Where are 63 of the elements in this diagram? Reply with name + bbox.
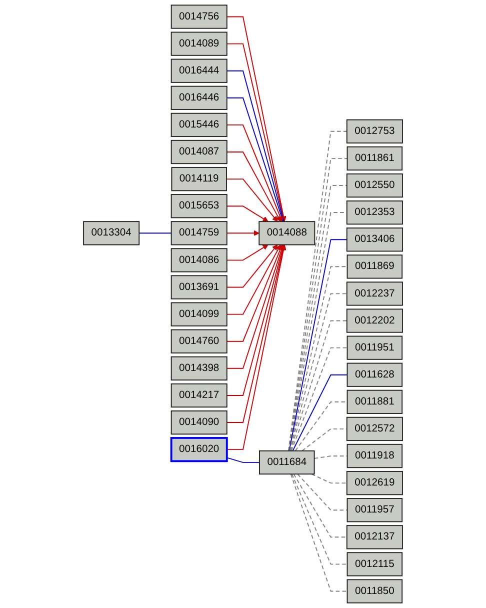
node-box: 0014119 bbox=[171, 166, 227, 192]
node-box: 0013304 bbox=[83, 221, 140, 246]
arrow bbox=[226, 152, 281, 222]
connector bbox=[290, 474, 348, 592]
connector bbox=[311, 474, 348, 484]
node-box: 0014756 bbox=[170, 4, 228, 29]
arrow bbox=[226, 230, 260, 236]
node-box: 0014760 bbox=[170, 329, 228, 354]
node-box: 0012353 bbox=[346, 200, 403, 225]
connector bbox=[226, 457, 260, 463]
node-box: 0011684 bbox=[259, 450, 315, 475]
node-box: 0012572 bbox=[346, 416, 403, 442]
node-box: 0012619 bbox=[346, 470, 403, 496]
node-box: 0011918 bbox=[346, 444, 403, 468]
connector bbox=[289, 293, 348, 452]
node-box: 0012137 bbox=[346, 525, 403, 550]
connector bbox=[293, 474, 348, 538]
connector bbox=[291, 474, 348, 565]
node-box: 0014087 bbox=[170, 140, 228, 164]
arrow bbox=[226, 124, 283, 222]
arrow bbox=[226, 206, 268, 222]
arrow bbox=[226, 244, 281, 315]
node-box: 0014217 bbox=[170, 383, 228, 408]
node-box: 0011861 bbox=[346, 146, 403, 171]
node-box: 0016444 bbox=[170, 58, 228, 83]
node-box: 0014398 bbox=[170, 356, 228, 380]
node-box: 0012753 bbox=[346, 119, 403, 144]
node-box: 0011628 bbox=[346, 362, 403, 387]
node-box: 0016020 bbox=[170, 437, 228, 462]
connector bbox=[226, 97, 284, 222]
node-box: 0011850 bbox=[346, 579, 403, 604]
node-box: 0011951 bbox=[346, 336, 403, 360]
node-box: 0014099 bbox=[170, 302, 228, 326]
arrow bbox=[226, 244, 283, 342]
node-box: 0015653 bbox=[170, 194, 228, 218]
node-box: 0014088 bbox=[258, 221, 316, 246]
arrow bbox=[226, 244, 286, 396]
node-box: 0014090 bbox=[170, 410, 228, 435]
node-box: 0014089 bbox=[170, 32, 228, 56]
node-box: 0013691 bbox=[170, 275, 228, 300]
node-box: 0014759 bbox=[170, 221, 228, 246]
node-box: 0012550 bbox=[346, 173, 403, 198]
node-box: 0012202 bbox=[346, 308, 403, 333]
node-box: 0011881 bbox=[346, 390, 403, 414]
node-box: 0011957 bbox=[346, 498, 403, 522]
connector bbox=[292, 374, 348, 452]
node-box: 0012237 bbox=[346, 282, 403, 306]
arrow bbox=[226, 244, 278, 288]
connector bbox=[297, 474, 348, 511]
node-box: 0011869 bbox=[346, 254, 403, 279]
connector bbox=[294, 401, 348, 452]
node-box: 0013406 bbox=[346, 228, 403, 252]
node-box: 0014086 bbox=[170, 248, 228, 272]
node-box: 0012115 bbox=[346, 552, 403, 576]
arrow bbox=[226, 244, 284, 369]
connector bbox=[226, 70, 284, 222]
connector bbox=[290, 347, 348, 452]
node-box: 0015446 bbox=[170, 112, 228, 138]
connector bbox=[138, 232, 172, 234]
arrow bbox=[226, 244, 268, 261]
arrow bbox=[226, 178, 278, 222]
connector bbox=[290, 320, 348, 452]
node-box: 0016446 bbox=[170, 86, 228, 110]
